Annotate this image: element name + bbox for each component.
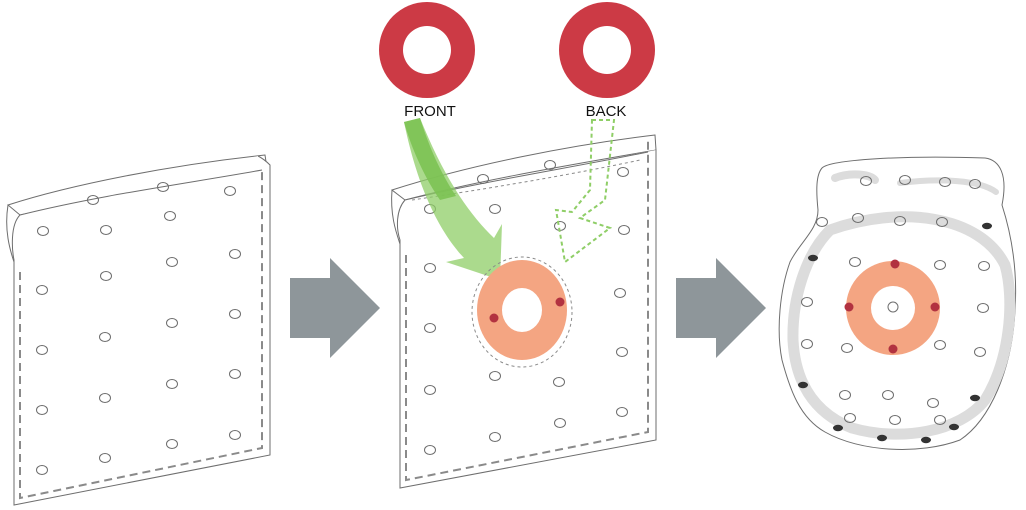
sac-dark-dots xyxy=(798,222,992,444)
sac-dark-dot xyxy=(982,222,992,230)
perforation-dot xyxy=(882,390,894,400)
perforation-dot xyxy=(939,177,951,187)
perforation-dot xyxy=(614,288,626,298)
perforation-dot xyxy=(934,340,946,350)
perforation-dot xyxy=(969,179,981,189)
ring-icon xyxy=(403,26,451,74)
sac-dark-dot xyxy=(798,381,808,389)
right-arrow-icon xyxy=(290,258,380,358)
patch-dot xyxy=(888,344,898,354)
perforation-dot xyxy=(489,204,501,214)
perforation-dot xyxy=(166,439,178,449)
perforation-dot xyxy=(978,261,990,271)
back-arrow xyxy=(554,119,616,264)
front-label: FRONT xyxy=(404,103,456,120)
patch-outline xyxy=(471,256,573,368)
perforation-dot xyxy=(166,379,178,389)
sac-dark-dot xyxy=(970,394,980,402)
perforation-dot xyxy=(934,415,946,425)
perforation-dot xyxy=(554,418,566,428)
perforation-dot xyxy=(99,453,111,463)
sac-dark-dot xyxy=(808,254,818,262)
sac-dark-dot xyxy=(921,436,931,444)
patch-dot xyxy=(489,313,499,323)
perforation-dot xyxy=(839,390,851,400)
perforation-dot xyxy=(164,211,176,221)
panel-inflated-sac xyxy=(778,156,1017,450)
perforation-dot xyxy=(36,345,48,355)
perforation-dot xyxy=(889,415,901,425)
sac-dark-dot xyxy=(949,423,959,431)
perforation-dot xyxy=(934,260,946,270)
perforation-dot xyxy=(229,309,241,319)
perforation-dot xyxy=(424,323,436,333)
sac-band xyxy=(787,211,1016,440)
perforation-dot xyxy=(860,176,872,186)
perforation-dot xyxy=(424,263,436,273)
perforation-dot xyxy=(936,217,948,227)
perforation-dot xyxy=(894,216,906,226)
perforation-dot xyxy=(544,160,556,170)
perforation-dot xyxy=(852,213,864,223)
pouch-perforations xyxy=(424,160,630,455)
patch-dot xyxy=(890,259,900,269)
perforation-dot xyxy=(899,175,911,185)
perforation-dot xyxy=(424,445,436,455)
perforation-dot xyxy=(553,377,565,387)
sac-dark-dot xyxy=(833,424,843,432)
perforation-dot xyxy=(816,217,828,227)
perforation-dot xyxy=(166,257,178,267)
perforation-dot xyxy=(36,465,48,475)
perforation-dot xyxy=(616,407,628,417)
perforation-dot xyxy=(229,249,241,259)
panel-pouch-washer xyxy=(390,118,657,489)
perforation-dot xyxy=(844,413,856,423)
perforation-dot xyxy=(489,371,501,381)
sac-perforations xyxy=(801,175,990,425)
perforation-dot xyxy=(801,339,813,349)
perforation-dot xyxy=(37,226,49,236)
pouch-seam xyxy=(405,140,649,482)
perforation-dot xyxy=(841,343,853,353)
perforation-dot xyxy=(489,432,501,442)
perforation-dot xyxy=(477,174,489,184)
back-washer xyxy=(559,2,655,98)
perforation-dot xyxy=(229,369,241,379)
perforation-dot xyxy=(36,405,48,415)
perforation-dot xyxy=(166,318,178,328)
perforation-dot xyxy=(801,297,813,307)
back-label: BACK xyxy=(586,103,627,120)
pouch-seam xyxy=(19,172,263,500)
right-arrow-icon xyxy=(676,258,766,358)
patch-dot xyxy=(930,302,940,312)
sac-dark-dot xyxy=(877,434,887,442)
perforation-dot xyxy=(849,257,861,267)
perforation-dot xyxy=(618,225,630,235)
perforation-dot xyxy=(100,271,112,281)
perforation-dot xyxy=(616,347,628,357)
ring-icon xyxy=(583,26,631,74)
front-washer xyxy=(379,2,475,98)
panel-pouch-open xyxy=(6,154,271,506)
perforation-dot xyxy=(99,332,111,342)
adhesive-patch xyxy=(844,259,940,355)
perforation-dot xyxy=(617,167,629,177)
pouch-perforations xyxy=(36,182,241,475)
perforation-dot xyxy=(157,182,169,192)
patch-dot xyxy=(844,302,854,312)
perforation-dot xyxy=(927,398,939,408)
perforation-dot xyxy=(224,186,236,196)
perforation-dot xyxy=(36,285,48,295)
adhesive-patch xyxy=(477,260,567,360)
perforation-dot xyxy=(974,347,986,357)
perforation-dot xyxy=(977,303,989,313)
perforation-dot xyxy=(229,430,241,440)
perforation-dot xyxy=(424,385,436,395)
perforation-dot xyxy=(87,195,99,205)
pouch-front-sheet xyxy=(11,155,271,506)
perforation-dot xyxy=(100,225,112,235)
perforation-dot xyxy=(99,393,111,403)
patch-dot xyxy=(555,297,565,307)
